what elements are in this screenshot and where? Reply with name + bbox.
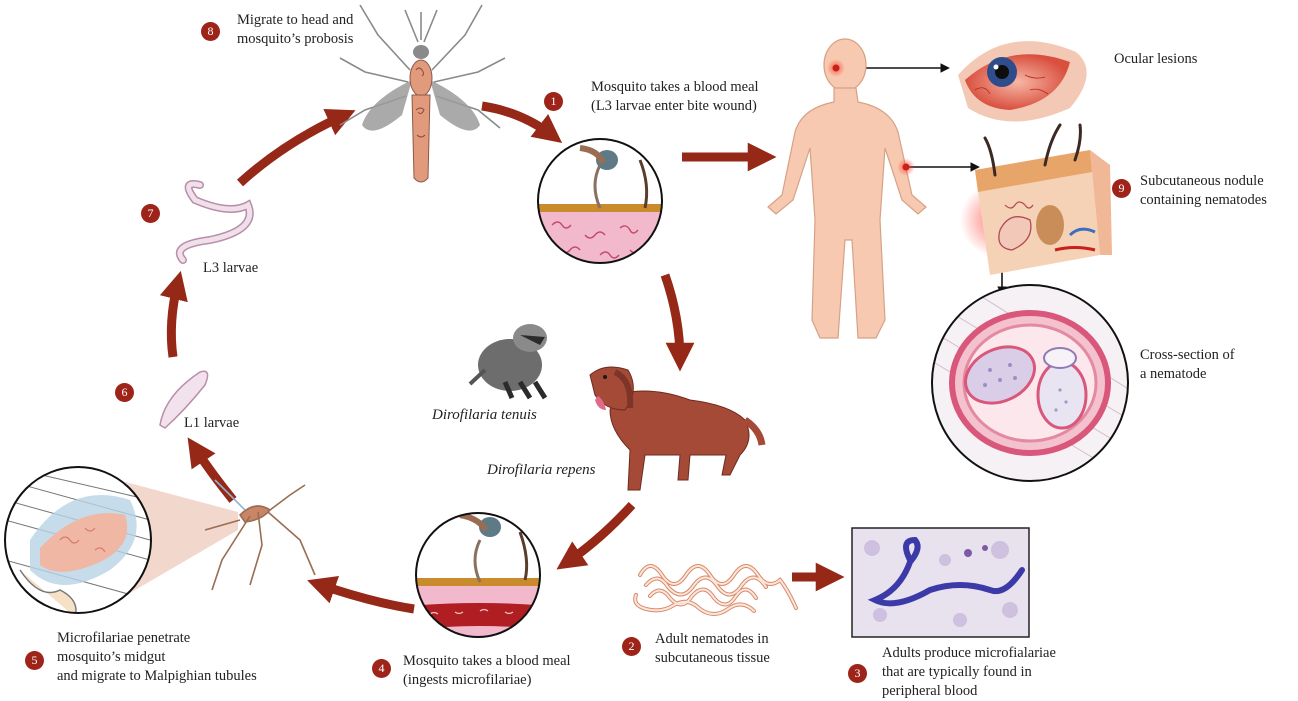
mosquito-illustration [340,5,505,182]
blood-smear-image [852,528,1029,637]
bite-microfilariae-circle [410,510,550,650]
step-7-label: L3 larvae [203,259,258,278]
ocular-lesions-label: Ocular lesions [1114,50,1197,69]
arrow-6-to-7 [171,282,178,357]
step-9-badge: 9 [1112,179,1131,198]
step-1-badge: 1 [544,92,563,111]
skin-nodule-illustration [960,125,1112,275]
inflamed-eye-illustration [958,41,1087,121]
arrow-7-to-8 [240,115,345,183]
human-silhouette [768,39,926,338]
step-1-label: Mosquito takes a blood meal(L3 larvae en… [591,78,759,116]
arrow-dog-to-4 [566,505,632,563]
arrow-1-to-dog [665,275,680,360]
species-tenuis-label: Dirofilaria tenuis [432,407,537,424]
step-6-label: L1 larvae [184,414,239,433]
step-3-badge: 3 [848,664,867,683]
step-5-badge: 5 [25,651,44,670]
bite-l3-circle [530,130,680,280]
arrow-4-to-5 [318,584,414,609]
species-repens-label: Dirofilaria repens [487,462,595,479]
step-4-label: Mosquito takes a blood meal(ingests micr… [403,652,571,690]
dog-illustration [590,367,762,490]
adult-nematode-tangle [635,566,796,614]
step-4-badge: 4 [372,659,391,678]
step-2-badge: 2 [622,637,641,656]
step-7-badge: 7 [141,204,160,223]
step-6-badge: 6 [115,383,134,402]
raccoon-illustration [470,324,547,398]
step-8-badge: 8 [201,22,220,41]
